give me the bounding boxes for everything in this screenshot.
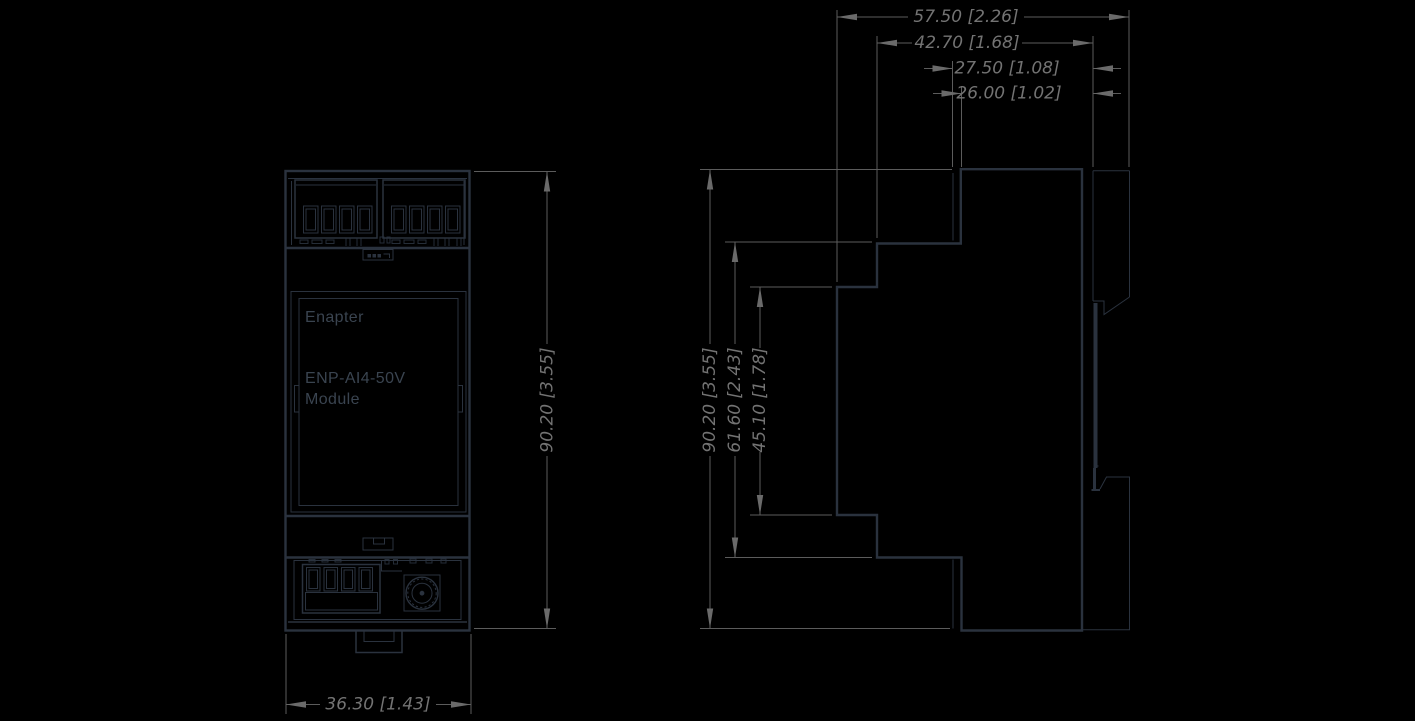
front-enclosure-outline: [284, 169, 471, 632]
antenna-connector: [403, 574, 441, 612]
brand-label: Enapter: [305, 309, 364, 326]
dim-depth-inner: 26.00 [1.02]: [933, 84, 1121, 167]
dim-side-inner-height-text: 45.10 [1.78]: [750, 347, 770, 452]
model-suffix-label: Module: [305, 391, 360, 408]
side-profile-outline: [835, 168, 1084, 632]
din-release-tab: [355, 631, 403, 654]
dim-front-width-text: 36.30 [1.43]: [325, 695, 430, 715]
model-label: ENP-AI4-50V: [305, 370, 405, 387]
din-clip-spring: [1091, 303, 1100, 491]
front-view: Enapter ENP-AI4-50V Module: [284, 169, 471, 654]
dim-side-height-text: 90.20 [3.55]: [700, 347, 720, 452]
dim-depth-body-text: 42.70 [1.68]: [914, 33, 1019, 53]
left-notch: [294, 385, 300, 413]
dim-side-inner-height: 45.10 [1.78]: [750, 286, 832, 516]
label-plate: Enapter ENP-AI4-50V Module: [290, 291, 467, 513]
pin-label-marks-top: [299, 236, 462, 246]
dim-front-width: 36.30 [1.43]: [285, 634, 472, 715]
upper-band-port: [362, 249, 394, 261]
terminal-block-top-right: [382, 179, 466, 239]
dim-front-height: 90.20 [3.55]: [474, 171, 558, 629]
dim-depth-body: 42.70 [1.68]: [876, 33, 1094, 238]
dim-depth-total-text: 57.50 [2.26]: [913, 7, 1018, 27]
dim-side-upper-height-text: 61.60 [2.43]: [725, 347, 745, 452]
pin-label-marks-bottom: [308, 558, 447, 565]
din-clip-upper: [1092, 170, 1130, 316]
dim-side-height: 90.20 [3.55]: [700, 169, 952, 629]
right-notch: [457, 385, 463, 413]
dim-side-upper-height: 61.60 [2.43]: [725, 241, 872, 558]
dim-depth-front-text: 27.50 [1.08]: [954, 59, 1059, 79]
dim-depth-inner-text: 26.00 [1.02]: [956, 84, 1061, 104]
dim-depth-front: 27.50 [1.08]: [924, 59, 1121, 167]
dim-depth-total: 57.50 [2.26]: [836, 7, 1130, 282]
dim-front-height-text: 90.20 [3.55]: [538, 347, 558, 452]
terminal-block-bottom: [301, 560, 402, 614]
terminal-block-top-left: [294, 179, 378, 239]
din-clip-lower: [1082, 476, 1130, 631]
lower-band-port: [362, 537, 394, 551]
side-view: [835, 168, 1130, 632]
